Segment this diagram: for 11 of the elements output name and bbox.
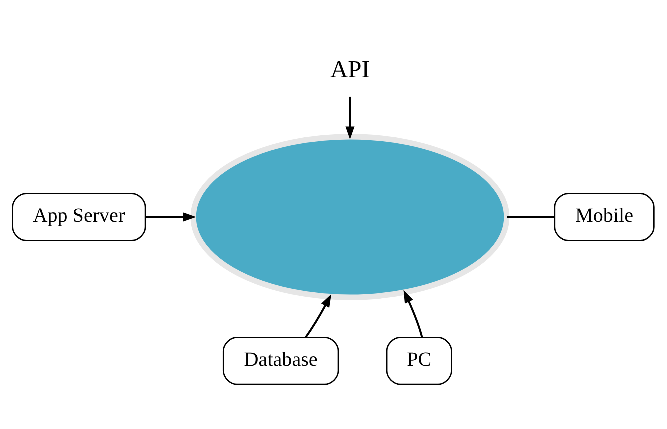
node-box: Database (222, 336, 340, 385)
arrow (346, 96, 355, 140)
connector (507, 216, 555, 218)
node-ellipse (190, 134, 510, 300)
arrow (404, 290, 424, 338)
node-box: PC (386, 336, 452, 385)
arrow (146, 212, 196, 222)
node-box: Mobile (554, 192, 655, 241)
arrow (305, 294, 332, 338)
node-box: App Server (12, 192, 146, 241)
node-text: API (330, 56, 370, 83)
